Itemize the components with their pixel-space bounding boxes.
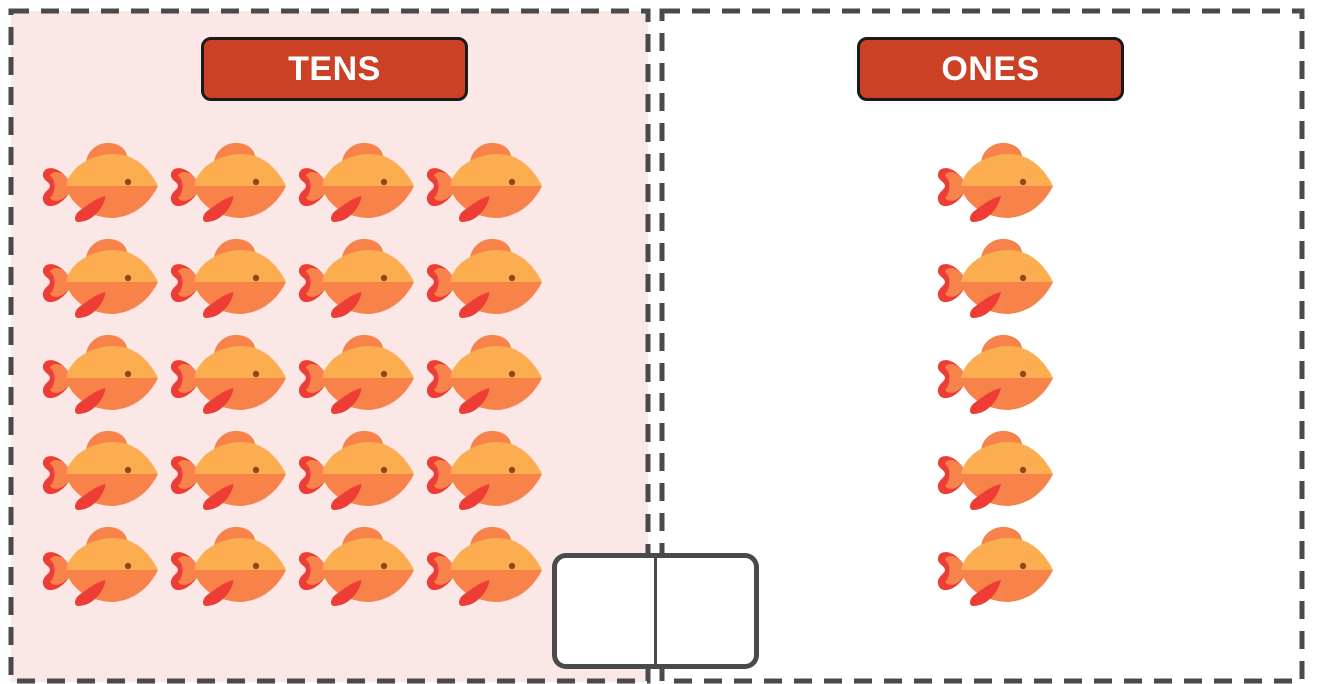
fish-icon (40, 236, 160, 320)
fish-icon (168, 524, 288, 608)
tens-header: TENS (201, 37, 468, 101)
fish-icon (296, 236, 416, 320)
fish-icon (296, 140, 416, 224)
fish-icon (935, 236, 1055, 320)
fish-icon (40, 332, 160, 416)
fish-icon (168, 332, 288, 416)
fish-icon (935, 524, 1055, 608)
ones-header: ONES (857, 37, 1124, 101)
fish-icon (296, 332, 416, 416)
fish-icon (424, 236, 544, 320)
fish-icon (168, 428, 288, 512)
fish-icon (40, 140, 160, 224)
fish-icon (40, 428, 160, 512)
fish-icon (424, 428, 544, 512)
fish-icon (40, 524, 160, 608)
fish-icon (424, 140, 544, 224)
ones-answer-box[interactable] (655, 553, 759, 669)
fish-icon (935, 140, 1055, 224)
fish-icon (424, 524, 544, 608)
fish-icon (296, 524, 416, 608)
fish-icon (168, 140, 288, 224)
fish-icon (168, 236, 288, 320)
fish-icon (935, 428, 1055, 512)
tens-answer-box[interactable] (552, 553, 656, 669)
fish-icon (935, 332, 1055, 416)
fish-icon (296, 428, 416, 512)
fish-icon (424, 332, 544, 416)
